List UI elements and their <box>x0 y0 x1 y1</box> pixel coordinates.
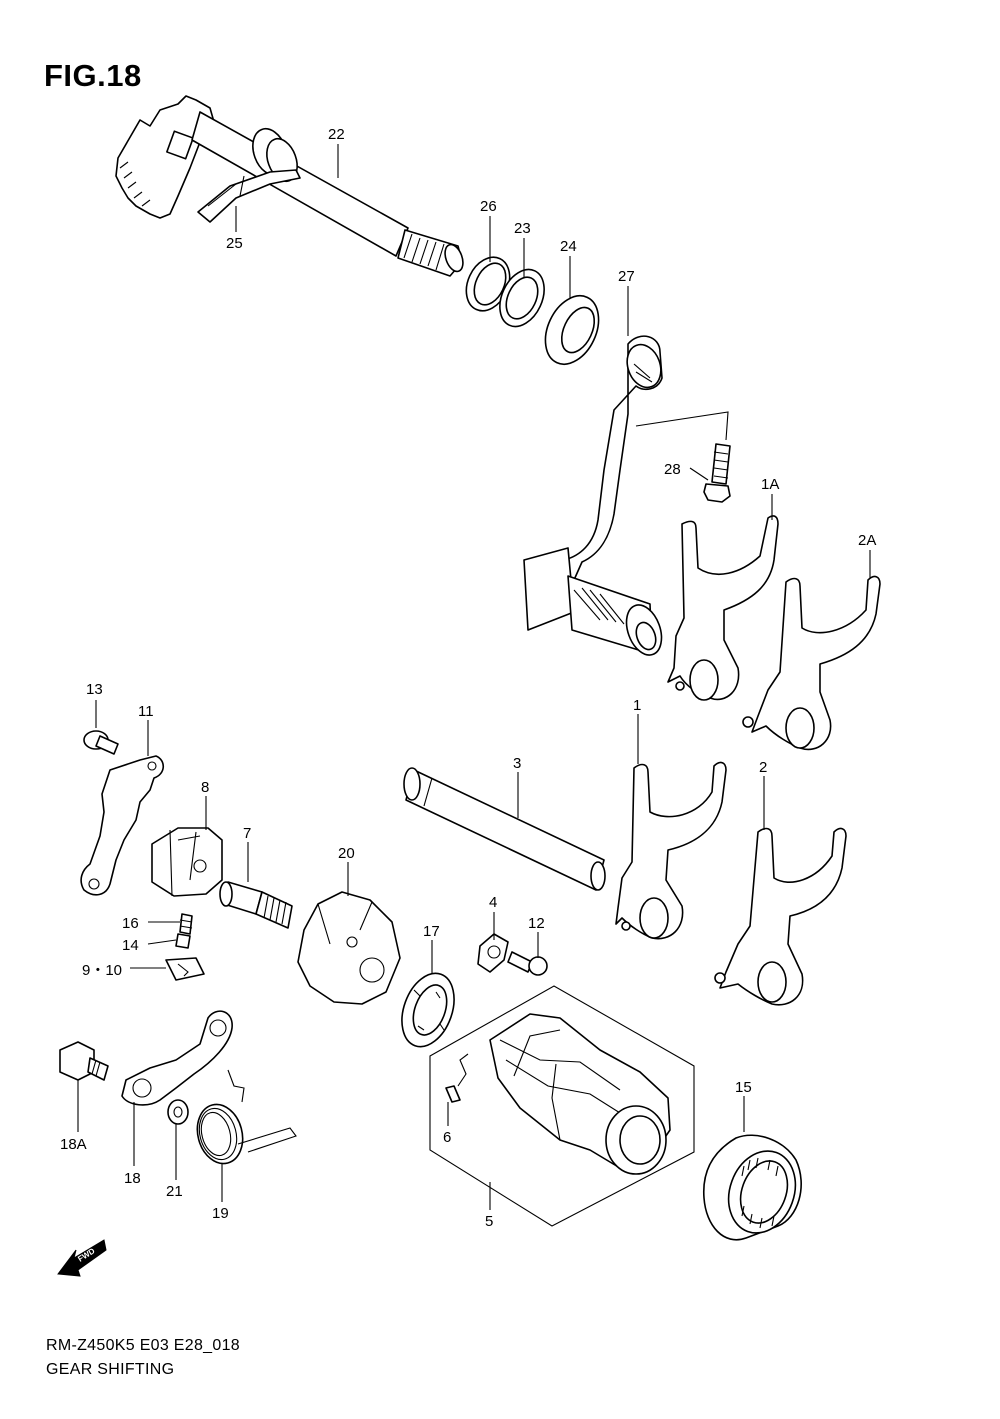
callout-labels: 22 25 26 23 24 27 28 1A 2A 13 11 8 7 20 … <box>60 126 876 1230</box>
callout-1A: 1A <box>761 476 779 493</box>
figure-title: FIG.18 <box>44 58 142 93</box>
part-12-screw[interactable] <box>507 951 548 976</box>
part-15-needle-bearing[interactable] <box>702 1134 807 1242</box>
callout-18: 18 <box>124 1170 141 1187</box>
callout-28: 28 <box>664 461 681 478</box>
diagram-caption: GEAR SHIFTING <box>46 1361 175 1378</box>
part-28-bolt[interactable] <box>703 443 731 503</box>
part-23-washer[interactable] <box>491 262 553 333</box>
callout-5: 5 <box>485 1213 493 1230</box>
part-25-return-spring[interactable] <box>197 169 301 223</box>
part-17-bearing[interactable] <box>392 966 463 1054</box>
callout-15: 15 <box>735 1079 752 1096</box>
callout-3: 3 <box>513 755 521 772</box>
part-4-plate[interactable] <box>477 933 509 973</box>
callout-17: 17 <box>423 923 440 940</box>
callout-13: 13 <box>86 681 103 698</box>
callout-24: 24 <box>560 238 577 255</box>
part-7-pin[interactable] <box>219 881 293 929</box>
part-9-10-stopper[interactable] <box>165 957 205 981</box>
part-27-gearshift-lever[interactable] <box>523 335 729 660</box>
part-3-fork-shaft[interactable] <box>403 767 606 891</box>
callout-22: 22 <box>328 126 345 143</box>
callout-9-10: 9・10 <box>82 962 122 979</box>
part-5-cam-assembly[interactable] <box>429 985 695 1227</box>
callout-6: 6 <box>443 1129 451 1146</box>
forward-direction-arrow-icon: FWD <box>57 1239 107 1277</box>
callout-27: 27 <box>618 268 635 285</box>
callout-23: 23 <box>514 220 531 237</box>
diagram-footer: RM-Z450K5 E03 E28_018 GEAR SHIFTING <box>46 1334 240 1382</box>
part-18A-bolt[interactable] <box>59 1041 109 1081</box>
part-16-spring[interactable] <box>179 913 193 935</box>
part-2-shift-fork[interactable] <box>714 827 847 1006</box>
callout-14: 14 <box>122 937 139 954</box>
callout-26: 26 <box>480 198 497 215</box>
part-2A-shift-fork[interactable] <box>742 575 881 751</box>
part-11-cam-plate[interactable] <box>80 755 165 896</box>
part-8-cam-guide[interactable] <box>151 827 223 897</box>
callout-16: 16 <box>122 915 139 932</box>
callout-11: 11 <box>138 703 154 720</box>
part-14-stopper-ball[interactable] <box>175 933 191 949</box>
callout-19: 19 <box>212 1205 229 1222</box>
callout-18A: 18A <box>60 1136 87 1153</box>
part-1-shift-fork[interactable] <box>615 761 727 940</box>
part-1A-shift-fork[interactable] <box>667 515 779 701</box>
part-20-gearshift-cam[interactable] <box>297 891 401 1005</box>
model-code: RM-Z450K5 E03 E28_018 <box>46 1337 240 1354</box>
leader-lines <box>77 144 871 1210</box>
part-6-pin[interactable] <box>445 1085 461 1103</box>
callout-2A: 2A <box>858 532 876 549</box>
part-21-washer[interactable] <box>167 1099 189 1125</box>
callout-7: 7 <box>243 825 251 842</box>
callout-21: 21 <box>166 1183 183 1200</box>
callout-2: 2 <box>759 759 767 776</box>
part-26-circlip[interactable] <box>458 250 518 318</box>
callout-1: 1 <box>633 697 641 714</box>
callout-25: 25 <box>226 235 243 252</box>
part-24-oil-seal[interactable] <box>535 287 609 373</box>
part-13-screw[interactable] <box>83 730 119 755</box>
callout-12: 12 <box>528 915 545 932</box>
part-19-torsion-spring[interactable] <box>191 1069 297 1169</box>
part-22-gearshift-shaft[interactable] <box>115 95 466 277</box>
callout-8: 8 <box>201 779 209 796</box>
callout-20: 20 <box>338 845 355 862</box>
callout-4: 4 <box>489 894 497 911</box>
part-18-stopper-arm[interactable] <box>121 1010 233 1106</box>
